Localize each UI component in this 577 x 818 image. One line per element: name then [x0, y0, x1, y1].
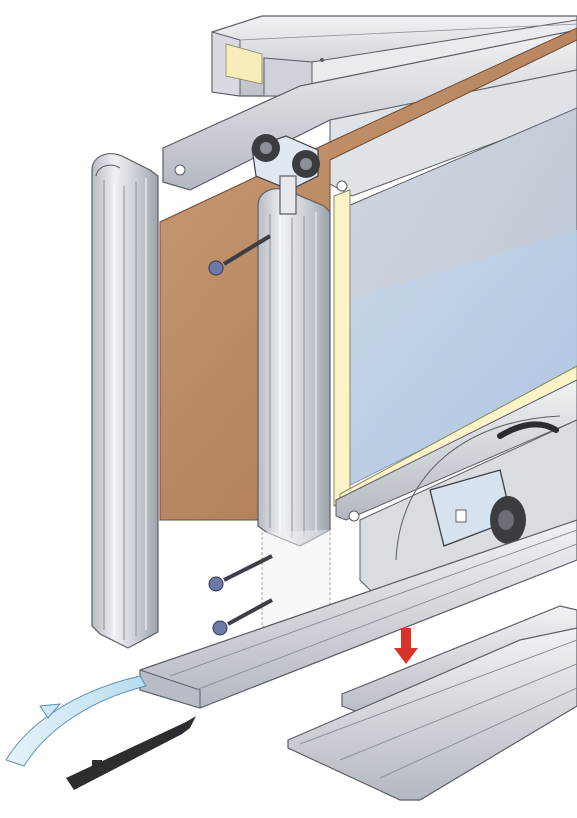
top-roller-hanger [251, 134, 320, 215]
screw-lower [212, 598, 273, 636]
bottom-roller-assembly [429, 421, 559, 547]
screw-upper [208, 234, 272, 276]
middle-stile-profile [257, 188, 331, 643]
protective-film-strip [5, 675, 147, 767]
left-stile-profile [91, 153, 159, 649]
floor-threshold-profile [287, 627, 577, 801]
stop-clip [66, 716, 196, 790]
glass-panel [333, 107, 577, 507]
insert-direction-arrow [394, 628, 418, 664]
door-bottom-frame-profile [335, 365, 577, 522]
bottom-track-rail [139, 519, 577, 709]
screw-middle [208, 554, 273, 592]
